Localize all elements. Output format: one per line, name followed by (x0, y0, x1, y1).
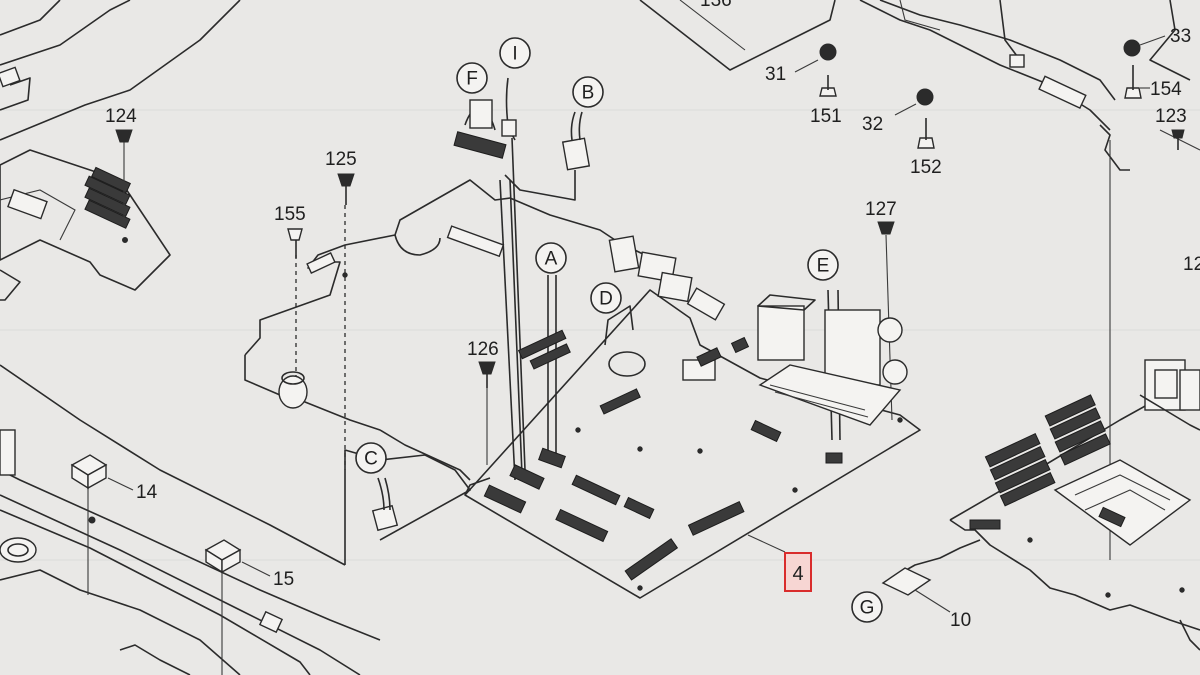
label-127: 127 (865, 199, 897, 220)
callout-f: F (456, 62, 488, 94)
lower-left-rail: 14 15 (0, 429, 381, 675)
label-136: 136 (700, 0, 732, 11)
callout-c: C (355, 442, 387, 474)
ribbon-connector-left (84, 166, 131, 229)
callout-a: A (535, 242, 567, 274)
nut-33-icon (1123, 39, 1141, 57)
label-33: 33 (1170, 26, 1191, 47)
harness-f (446, 99, 507, 258)
label-14: 14 (136, 482, 158, 503)
nut-32-icon (916, 88, 934, 106)
label-12: 12 (1183, 254, 1200, 275)
label-124: 124 (105, 106, 137, 127)
top-left-assembly (0, 0, 241, 141)
callout-b: B (572, 76, 604, 108)
screw-126-icon (478, 361, 496, 375)
fasteners-main: 125 155 126 127 (274, 149, 897, 388)
label-155: 155 (274, 204, 306, 225)
top-right-rail (859, 0, 1200, 560)
screw-123-icon (1171, 129, 1185, 139)
screw-155-icon (287, 228, 303, 241)
main-board-4 (0, 77, 921, 599)
label-125: 125 (325, 149, 357, 170)
connector-callouts: F I B A D E C G (355, 37, 883, 623)
ribbon-connector-right (984, 394, 1111, 507)
svg-text:A: A (545, 249, 558, 270)
label-154: 154 (1150, 79, 1182, 100)
screw-152-icon (917, 137, 935, 149)
part-10-icon (881, 567, 932, 596)
svg-text:D: D (599, 289, 613, 310)
right-sub-board: 10 (881, 359, 1200, 651)
screw-151-icon (819, 87, 837, 97)
svg-text:C: C (364, 449, 378, 470)
left-sub-board: 124 (0, 106, 171, 301)
cable-i (501, 77, 517, 141)
label-4: 4 (792, 563, 803, 585)
label-10: 10 (950, 610, 971, 631)
label-151: 151 (810, 106, 842, 127)
standoff-155 (278, 371, 308, 409)
screw-124-icon (115, 129, 133, 143)
callout-e: E (807, 249, 839, 281)
callout-g: G (851, 591, 883, 623)
background (0, 109, 1200, 561)
screw-125-icon (337, 173, 355, 187)
svg-text:I: I (512, 44, 517, 65)
top-frame-assembly: 136 (639, 0, 836, 71)
label-31: 31 (765, 64, 786, 85)
callout-i: I (499, 37, 531, 69)
svg-text:F: F (466, 69, 478, 90)
connector-b (504, 111, 591, 201)
svg-text:E: E (817, 256, 830, 277)
highlight-callout-4[interactable]: 4 (747, 534, 812, 592)
screw-127-icon (877, 221, 895, 235)
svg-text:B: B (582, 83, 595, 104)
fasteners-top: 31 151 32 152 33 154 123 12 (765, 26, 1200, 275)
board-components (342, 235, 908, 591)
label-152: 152 (910, 157, 942, 178)
label-126: 126 (467, 339, 499, 360)
callout-d: D (590, 282, 622, 314)
label-123: 123 (1155, 106, 1187, 127)
svg-text:G: G (860, 598, 875, 619)
label-32: 32 (862, 114, 883, 135)
label-15: 15 (273, 569, 294, 590)
screw-154-icon (1124, 87, 1142, 99)
connector-c (371, 477, 399, 532)
nut-31-icon (819, 43, 837, 61)
